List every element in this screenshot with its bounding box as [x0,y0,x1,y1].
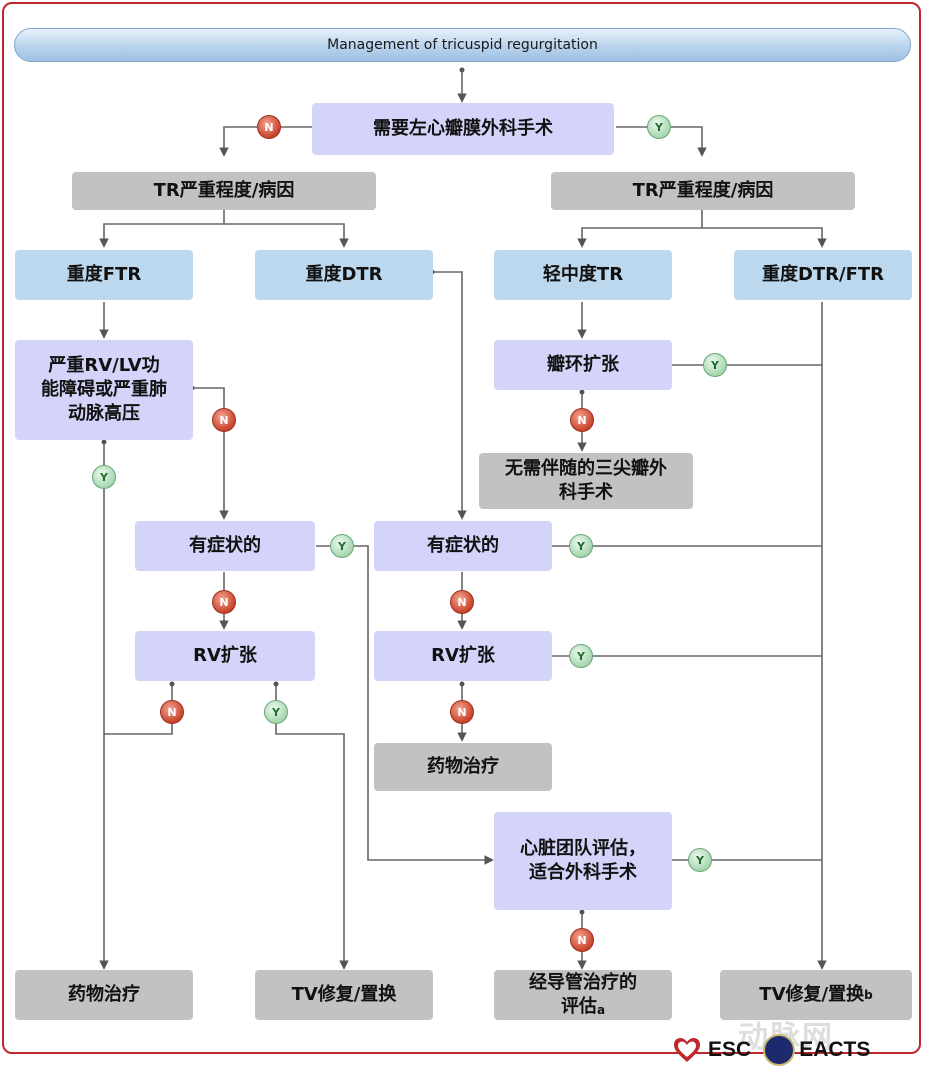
yes-badge: Y [569,644,593,668]
transcatheter-evaluation-box: 经导管治疗的 评估a [494,970,672,1020]
rv-dilation-left-box: RV扩张 [135,631,315,681]
transcatheter-line1: 经导管治疗的 [529,971,637,993]
yes-badge: Y [647,115,671,139]
no-badge: N [257,115,281,139]
symptomatic-right-box: 有症状的 [374,521,552,571]
yes-badge: Y [264,700,288,724]
severe-ftr-box: 重度FTR [15,250,193,300]
no-badge: N [570,928,594,952]
no-concomitant-surgery-box: 无需伴随的三尖瓣外科手术 [479,453,693,509]
yes-badge: Y [703,353,727,377]
tr-severity-left-box: TR严重程度/病因 [72,172,376,210]
no-badge: N [212,408,236,432]
no-badge: N [160,700,184,724]
no-badge: N [450,590,474,614]
mild-moderate-tr-box: 轻中度TR [494,250,672,300]
tv-repair-replacement-mid-box: TV修复/置换 [255,970,433,1020]
yes-badge: Y [92,465,116,489]
need-left-valve-surgery-box: 需要左心瓣膜外科手术 [312,103,614,155]
esc-heart-icon [674,1038,700,1062]
tv-repair-right-label: TV修复/置换 [759,983,865,1005]
severe-dtr-box: 重度DTR [255,250,433,300]
chart-title: Management of tricuspid regurgitation [14,28,911,62]
yes-badge: Y [330,534,354,558]
footnote-b: b [864,987,873,1002]
eacts-seal-icon [763,1034,796,1066]
esc-logo-text: ESC [708,1038,752,1061]
transcatheter-line2: 评估a [560,996,606,1017]
no-badge: N [570,408,594,432]
figure-frame [2,2,921,1054]
medical-therapy-bottom-box: 药物治疗 [15,970,193,1020]
yes-badge: Y [569,534,593,558]
society-logos: ESC EACTS [672,1032,870,1068]
eacts-logo-text: EACTS [799,1038,871,1061]
footnote-a: a [596,1003,606,1017]
yes-badge: Y [688,848,712,872]
severe-rv-lv-dysfunction-box: 严重RV/LV功能障碍或严重肺动脉高压 [15,340,193,440]
symptomatic-left-box: 有症状的 [135,521,315,571]
annular-dilation-box: 瓣环扩张 [494,340,672,390]
no-badge: N [450,700,474,724]
tr-severity-right-box: TR严重程度/病因 [551,172,855,210]
medical-therapy-mid-box: 药物治疗 [374,743,552,791]
severe-dtr-ftr-box: 重度DTR/FTR [734,250,912,300]
heart-team-evaluation-box: 心脏团队评估，适合外科手术 [494,812,672,910]
no-badge: N [212,590,236,614]
rv-dilation-right-box: RV扩张 [374,631,552,681]
